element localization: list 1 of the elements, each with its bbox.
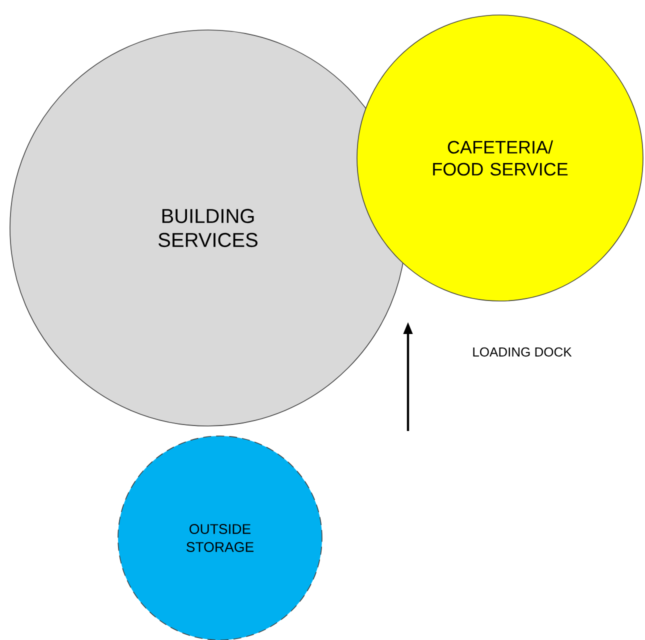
label: LOADING DOCK xyxy=(473,347,572,357)
